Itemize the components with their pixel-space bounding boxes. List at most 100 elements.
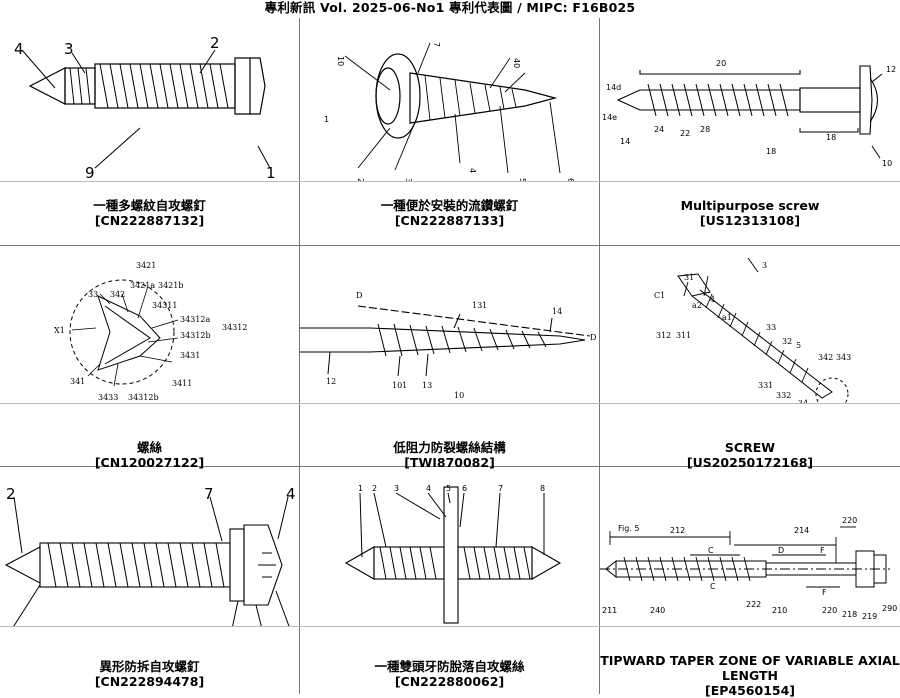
patent-number: [CN222894478] xyxy=(0,674,299,689)
ref-label: 10 xyxy=(454,391,464,400)
ref-label: Fig. 5 xyxy=(618,524,640,533)
patent-card[interactable]: D 131 14 D 12 101 13 10 低阻力防裂螺絲結構 [TWI87… xyxy=(300,246,599,466)
ref-label: 22 xyxy=(680,129,690,138)
ref-label: 18 xyxy=(766,147,776,156)
patent-card[interactable]: Fig. 5 212 214 220 C C D F F 211 240 222… xyxy=(600,467,900,694)
ref-label: 2 xyxy=(6,485,16,503)
ref-label: 34312b xyxy=(180,331,211,340)
patent-title: 一種便於安裝的流鑽螺釘 xyxy=(300,198,599,213)
patent-number: [CN222887133] xyxy=(300,213,599,228)
ref-label: 2 xyxy=(210,34,220,52)
ref-label: 4 xyxy=(710,295,715,304)
patent-number: [US12313108] xyxy=(600,213,900,228)
patent-caption: 螺絲 [CN120027122] xyxy=(0,440,299,470)
patent-title: SCREW xyxy=(600,440,900,455)
ref-label: 10 xyxy=(882,159,892,168)
ref-label: 1 xyxy=(324,115,329,124)
ref-label: 3 xyxy=(762,261,767,270)
patent-grid: 4 3 2 9 1 一種多螺紋自攻螺釘 [CN222887132] xyxy=(0,18,900,694)
ref-label: 3421b xyxy=(158,281,183,290)
patent-title: Multipurpose screw xyxy=(600,198,900,213)
patent-title: 低阻力防裂螺絲結構 xyxy=(300,440,599,455)
ref-label: D xyxy=(356,291,362,300)
ref-label: 12 xyxy=(326,377,336,386)
patent-number: [EP4560154] xyxy=(600,683,900,698)
ref-label: 290 xyxy=(882,604,897,613)
ref-label: 332 xyxy=(776,391,791,400)
ref-label: 31 xyxy=(684,273,694,282)
header-title: 專利新訊 Vol. 2025-06-No1 專利代表圖 / MIPC: F16B… xyxy=(265,0,636,15)
patent-caption: Multipurpose screw [US12313108] xyxy=(600,198,900,228)
ref-label: 12 xyxy=(886,65,896,74)
ref-label: a2 xyxy=(692,301,702,310)
ref-label: 331 xyxy=(758,381,773,390)
ref-label: 222 xyxy=(746,600,761,609)
patent-number: [CN222880062] xyxy=(300,674,599,689)
ref-label: 13 xyxy=(422,381,432,390)
ref-label: 5 xyxy=(446,484,451,493)
ref-label: 3 xyxy=(394,484,399,493)
ref-label: 343 xyxy=(836,353,851,362)
ref-label: 28 xyxy=(700,125,710,134)
ref-label: 220 xyxy=(842,516,857,525)
ref-label: 311 xyxy=(676,331,691,340)
ref-label: 34312a xyxy=(180,315,210,324)
ref-label: 1 xyxy=(266,164,276,181)
ref-label: 10 xyxy=(336,56,345,66)
patent-title: 一種多螺紋自攻螺釘 xyxy=(0,198,299,213)
ref-label: 14d xyxy=(606,83,621,92)
ref-label: 3 xyxy=(64,40,74,58)
ref-label: 2 xyxy=(356,178,365,181)
ref-label: 3 xyxy=(404,178,413,181)
patent-caption: SCREW [US20250172168] xyxy=(600,440,900,470)
patent-card[interactable]: 4 3 2 9 1 一種多螺紋自攻螺釘 [CN222887132] xyxy=(0,18,299,245)
ref-label: 33 xyxy=(88,290,98,299)
ref-label: 34312b xyxy=(128,393,159,402)
ref-label: 40 xyxy=(512,58,521,68)
patent-caption: 異形防拆自攻螺釘 [CN222894478] xyxy=(0,659,299,689)
ref-label: C xyxy=(708,546,714,555)
patent-title: 螺絲 xyxy=(0,440,299,455)
ref-label: 1 xyxy=(358,484,363,493)
ref-label: 131 xyxy=(472,301,487,310)
patent-caption: 低阻力防裂螺絲結構 [TWI870082] xyxy=(300,440,599,470)
ref-label: 220 xyxy=(822,606,837,615)
ref-label: a1 xyxy=(722,313,732,322)
patent-card[interactable]: 2 7 4 1 6 5 3 異形防拆自攻螺釘 [CN222894478] xyxy=(0,467,299,694)
patent-drawing: 3 31 C1 a2 4 a1 312 311 33 32 5 342 343 … xyxy=(600,246,900,403)
ref-label: 5 xyxy=(256,625,266,626)
patent-card[interactable]: 1 2 3 4 5 6 7 8 一種雙頭牙防脫落自攻螺絲 [CN22288006… xyxy=(300,467,599,694)
ref-label: 212 xyxy=(670,526,685,535)
patent-card[interactable]: 3 31 C1 a2 4 a1 312 311 33 32 5 342 343 … xyxy=(600,246,900,466)
ref-label: 34 xyxy=(798,399,808,403)
ref-label: 14 xyxy=(552,307,562,316)
ref-label: 6 xyxy=(226,625,236,626)
patent-card[interactable]: 20 12 14d 14e 24 22 28 14 18 18 10 Multi… xyxy=(600,18,900,245)
ref-label: 312 xyxy=(656,331,671,340)
ref-label: 7 xyxy=(498,484,503,493)
ref-label: 3431 xyxy=(180,351,200,360)
patent-caption: 一種便於安裝的流鑽螺釘 [CN222887133] xyxy=(300,198,599,228)
ref-label: 5 xyxy=(518,178,527,181)
ref-label: 3421a xyxy=(130,281,155,290)
patent-caption: 一種多螺紋自攻螺釘 [CN222887132] xyxy=(0,198,299,228)
patent-drawing: 20 12 14d 14e 24 22 28 14 18 18 10 xyxy=(600,18,900,181)
ref-label: 33 xyxy=(766,323,776,332)
ref-label: 3421 xyxy=(136,261,156,270)
patent-caption: TIPWARD TAPER ZONE OF VARIABLE AXIAL LEN… xyxy=(600,653,900,698)
ref-label: 34312 xyxy=(222,323,247,332)
ref-label: 7 xyxy=(204,485,214,503)
ref-label: 32 xyxy=(782,337,792,346)
patent-card[interactable]: 10 7 40 1 2 3 4 5 6 一種便於安裝的流鑽螺釘 [CN22288… xyxy=(300,18,599,245)
patent-title: 一種雙頭牙防脫落自攻螺絲 xyxy=(300,659,599,674)
ref-label: 6 xyxy=(566,178,575,181)
patent-drawing: 3421 3421a 3421b 33 342 34311 X1 34312a … xyxy=(0,246,299,403)
patent-drawing: 1 2 3 4 5 6 7 8 xyxy=(300,467,599,626)
patent-title: TIPWARD TAPER ZONE OF VARIABLE AXIAL LEN… xyxy=(600,653,900,683)
patent-drawing: 2 7 4 1 6 5 3 xyxy=(0,467,299,626)
ref-label: 7 xyxy=(432,42,441,47)
ref-label: 4 xyxy=(468,168,477,173)
ref-label: F xyxy=(820,546,825,555)
patent-card[interactable]: 3421 3421a 3421b 33 342 34311 X1 34312a … xyxy=(0,246,299,466)
patent-number: [CN222887132] xyxy=(0,213,299,228)
